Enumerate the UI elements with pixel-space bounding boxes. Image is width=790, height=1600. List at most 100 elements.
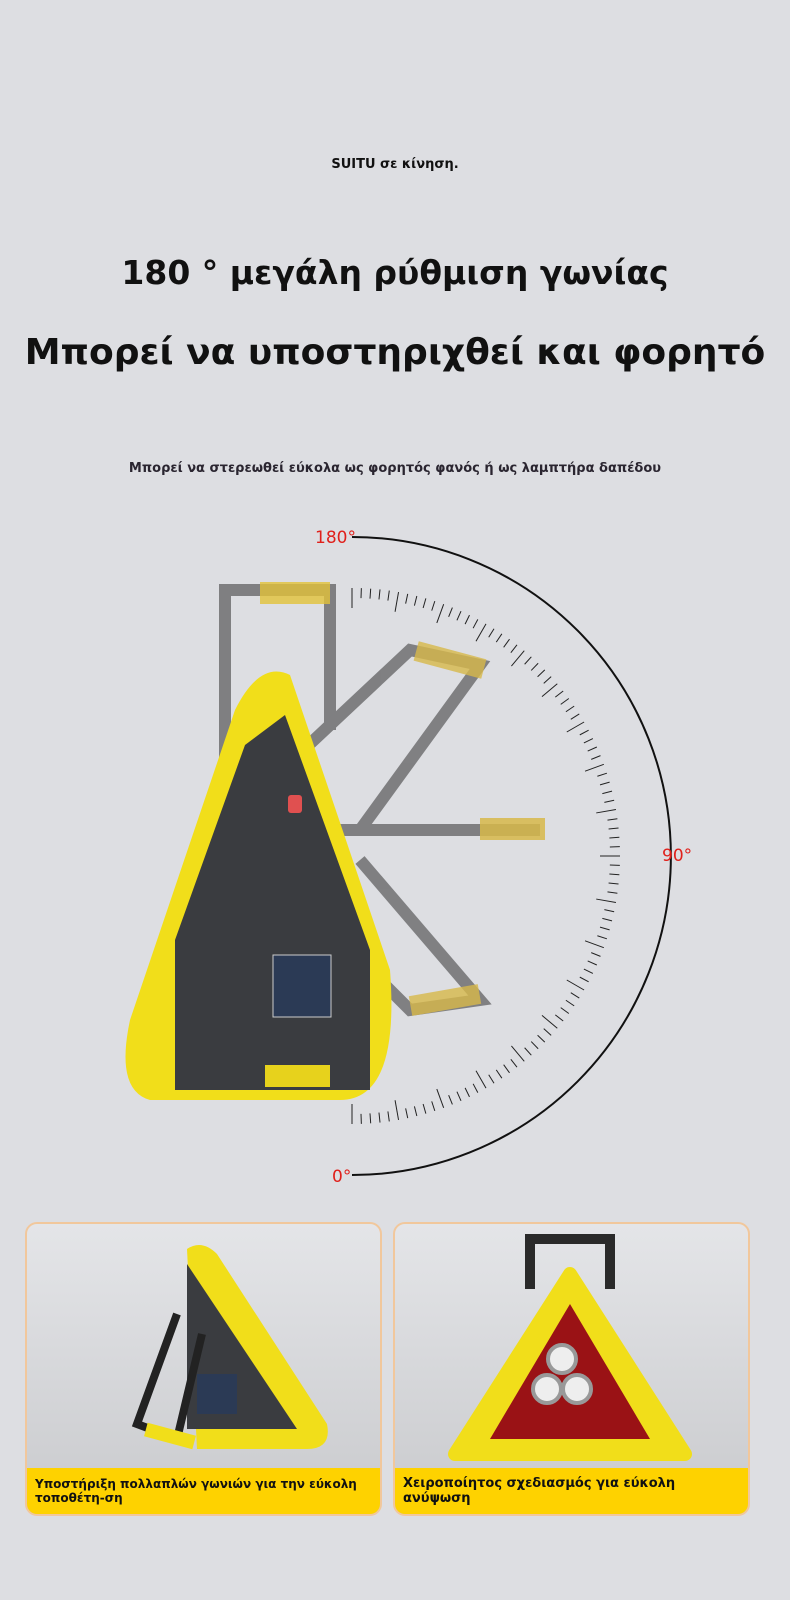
protractor-tick <box>369 1113 372 1124</box>
protractor-tick <box>596 898 617 904</box>
protractor-tick <box>566 979 585 991</box>
protractor-tick <box>607 818 618 821</box>
protractor-tick <box>579 729 589 736</box>
solar-panel-icon <box>272 954 332 1018</box>
protractor-tick <box>609 873 620 876</box>
protractor-tick <box>591 755 601 760</box>
power-button-icon <box>288 795 302 813</box>
protractor-tick <box>413 595 418 606</box>
angle-label-180: 180° <box>315 528 356 548</box>
protractor-tick <box>464 614 470 625</box>
angle-label-90: 90° <box>662 846 692 866</box>
protractor-tick <box>602 917 613 922</box>
protractor-tick <box>422 1103 427 1114</box>
brand-line: SUITU σε κίνηση. <box>331 157 459 172</box>
protractor-tick <box>510 644 518 654</box>
protractor-tick <box>604 909 615 913</box>
protractor-tick <box>579 976 589 983</box>
protractor-tick <box>604 799 615 803</box>
protractor-tick <box>405 593 409 604</box>
protractor-tick <box>543 676 552 684</box>
protractor-tick <box>541 683 558 697</box>
protractor-tick <box>495 633 503 643</box>
protractor-tick <box>524 1047 532 1056</box>
protractor-tick <box>560 698 570 705</box>
protractor-tick <box>602 790 613 795</box>
protractor-tick <box>511 1045 525 1062</box>
protractor-tick <box>599 781 610 786</box>
feature-card-handle: Χειροποίητος σχεδιασμός για εύκολη ανύψω… <box>393 1222 750 1516</box>
protractor-tick <box>599 926 610 931</box>
card-caption: Υποστήριξη πολλαπλών γωνιών για την εύκο… <box>27 1468 380 1514</box>
protractor-tick <box>541 1015 558 1029</box>
protractor-tick <box>472 619 479 629</box>
protractor-tick <box>387 1111 390 1122</box>
protractor-tick <box>422 598 427 609</box>
protractor-tick <box>431 1101 436 1112</box>
protractor-tick <box>596 808 617 814</box>
protractor-tick <box>530 662 539 671</box>
protractor-tick <box>565 705 575 713</box>
protractor-tick <box>609 836 620 839</box>
protractor-tick <box>543 1028 552 1036</box>
protractor-tick <box>394 591 400 612</box>
protractor-tick <box>448 1095 453 1105</box>
protractor-tick <box>554 1014 564 1022</box>
angle-label-0: 0° <box>332 1167 351 1187</box>
protractor-tick <box>583 968 594 974</box>
protractor-tick <box>607 891 618 894</box>
protractor-tick <box>495 1069 503 1079</box>
protractor-tick <box>591 952 601 957</box>
protractor-tick <box>608 882 619 885</box>
protractor-tick <box>537 669 546 678</box>
protractor-tick <box>378 589 381 600</box>
protractor-ticks <box>351 588 620 1124</box>
protractor-tick <box>510 1058 518 1068</box>
protractor-tick <box>456 610 462 621</box>
protractor-tick <box>436 1088 445 1109</box>
protractor-tick <box>464 1087 470 1098</box>
protractor-tick <box>537 1034 546 1043</box>
protractor-tick <box>566 721 585 733</box>
protractor-tick <box>560 1007 570 1014</box>
protractor-tick <box>448 607 453 617</box>
product-photo-stand <box>131 1245 328 1450</box>
protractor-tick <box>597 935 608 940</box>
protractor-tick <box>565 999 575 1007</box>
card-caption: Χειροποίητος σχεδιασμός για εύκολη ανύψω… <box>395 1468 748 1514</box>
protractor-arc <box>351 536 672 1176</box>
protractor-tick <box>584 940 605 949</box>
headline: 180 ° μεγάλη ρύθμιση γωνίας <box>121 253 669 292</box>
protractor-tick <box>475 1070 487 1089</box>
protractor-tick <box>503 1064 510 1074</box>
protractor-tick <box>378 1112 381 1123</box>
protractor-tick <box>472 1083 479 1093</box>
protractor-tick <box>530 1041 539 1050</box>
protractor-tick <box>394 1100 400 1121</box>
protractor-tick <box>570 992 580 999</box>
protractor-tick <box>587 746 598 752</box>
protractor-tick <box>597 772 608 777</box>
description: Μπορεί να στερεωθεί εύκολα ως φορητός φα… <box>128 461 662 476</box>
protractor-tick <box>405 1108 409 1119</box>
protractor-tick <box>488 628 495 638</box>
protractor-tick <box>511 650 525 667</box>
product-photo-triangle <box>448 1234 692 1461</box>
protractor-tick <box>570 713 580 720</box>
protractor-tick <box>503 638 510 648</box>
protractor-tick <box>488 1074 495 1084</box>
angle-diagram: 180° 90° 0° <box>125 528 692 1187</box>
protractor-tick <box>554 690 564 698</box>
protractor-tick <box>584 763 605 772</box>
subheadline: Μπορεί να υποστηριχθεί και φορητό <box>24 332 766 373</box>
protractor-tick <box>524 656 532 665</box>
handle-grip <box>260 582 330 604</box>
feature-card-multi-angle: Υποστήριξη πολλαπλών γωνιών για την εύκο… <box>25 1222 382 1516</box>
protractor-tick <box>413 1106 418 1117</box>
protractor-tick <box>587 960 598 966</box>
protractor-tick <box>369 588 372 599</box>
protractor-tick <box>583 738 594 744</box>
protractor-tick <box>475 623 487 642</box>
protractor-tick <box>387 590 390 601</box>
protractor-tick <box>431 600 436 611</box>
